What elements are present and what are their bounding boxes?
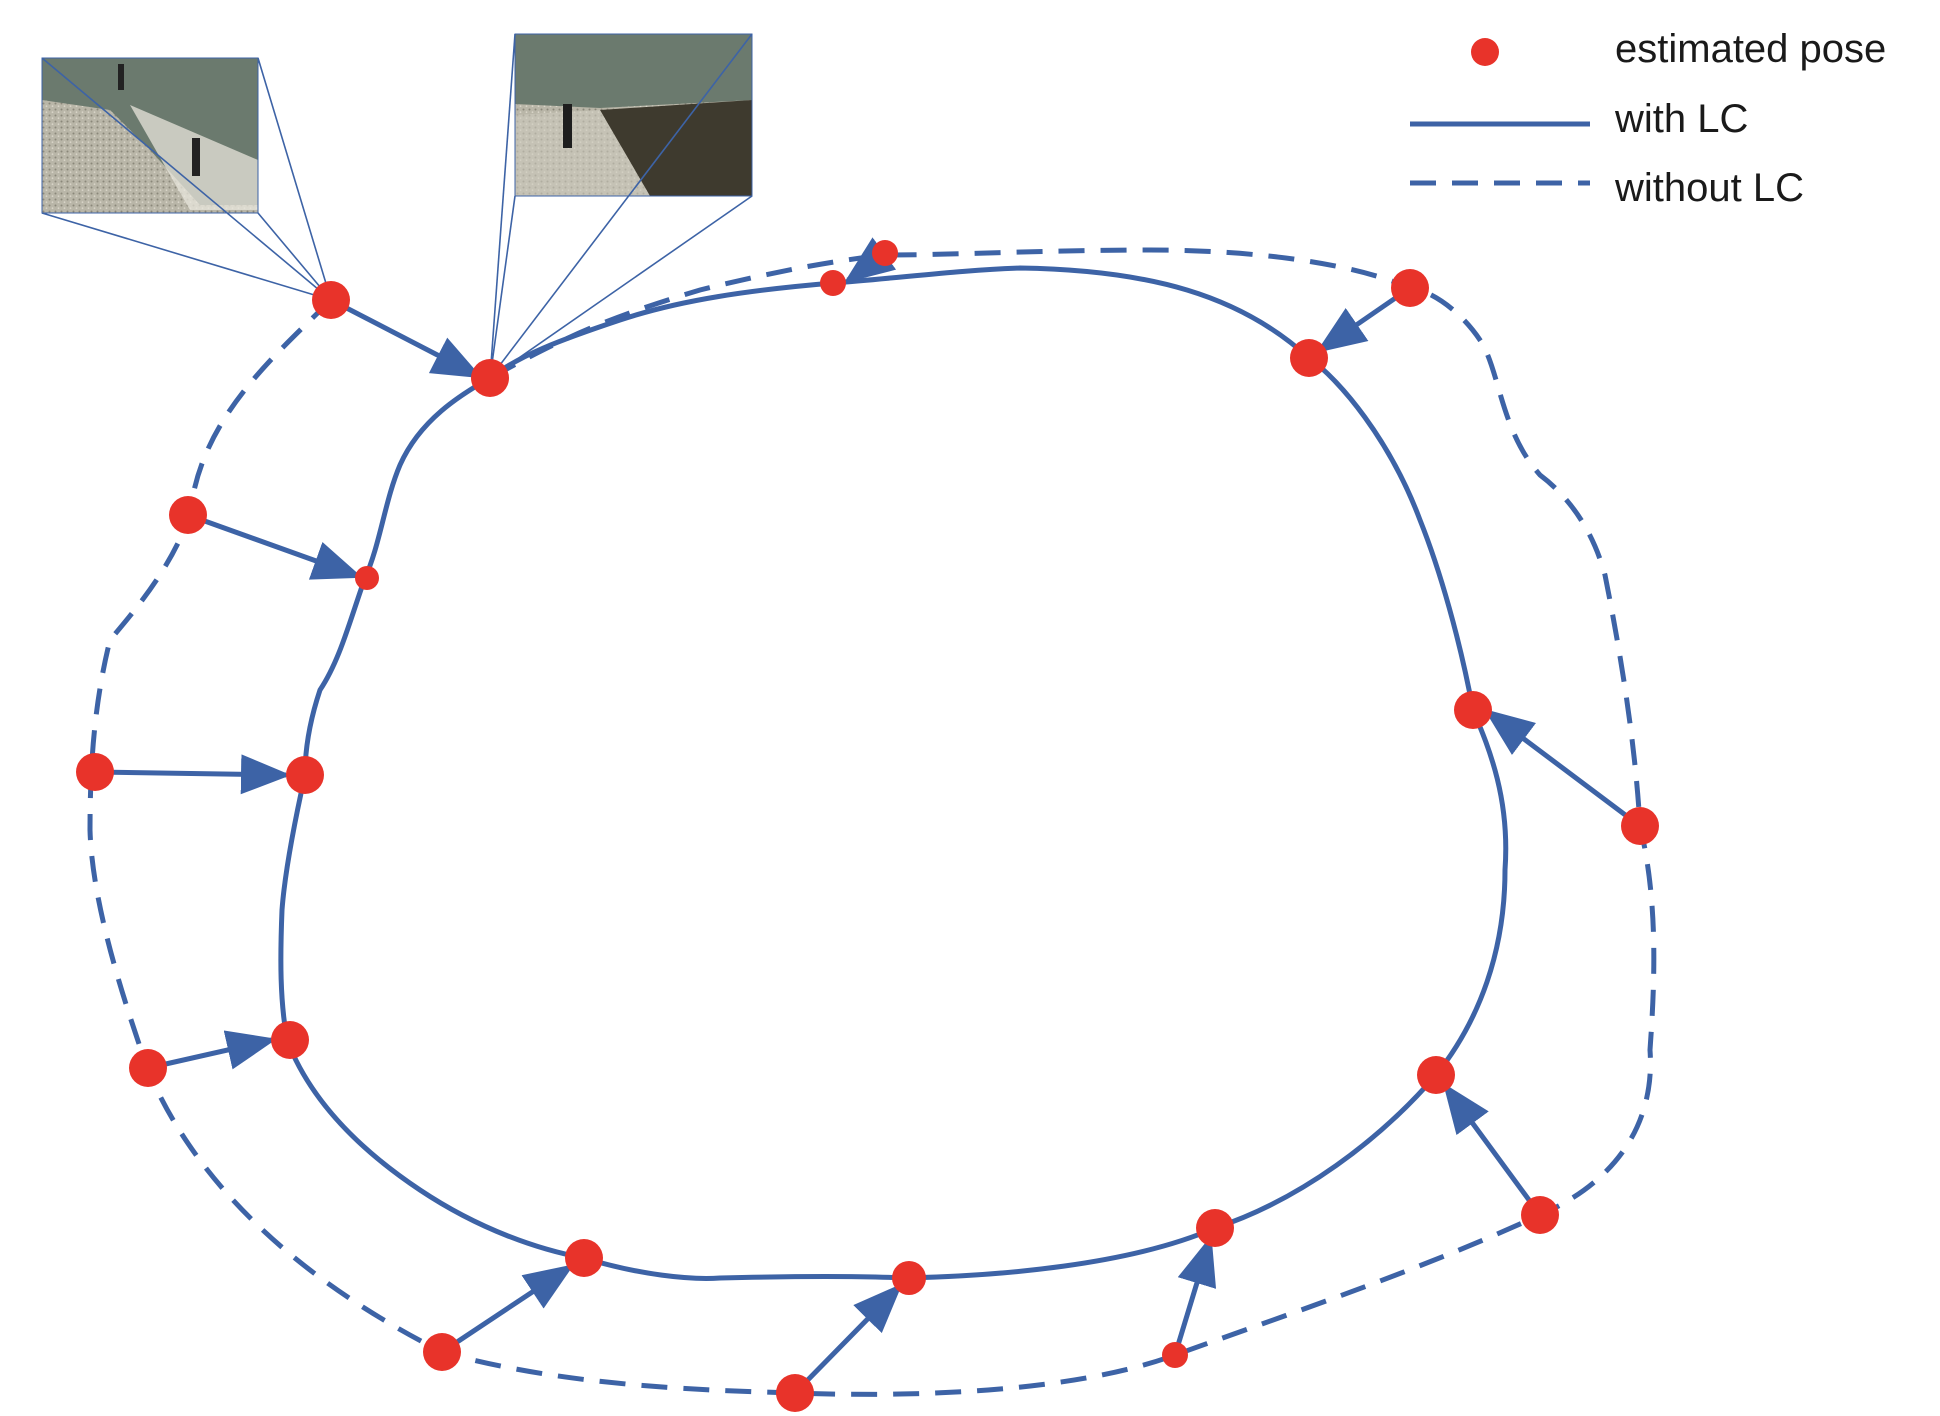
correction-arrow <box>1484 709 1642 828</box>
pose-marker <box>169 496 207 534</box>
pose-marker <box>1417 1056 1455 1094</box>
pose-marker <box>1162 1342 1188 1368</box>
pose-marker <box>76 753 114 791</box>
correction-arrow <box>1172 1235 1217 1356</box>
correction-arrow <box>329 297 483 379</box>
pose-marker <box>423 1333 461 1371</box>
trajectory-with-lc <box>278 265 1509 1281</box>
thumbnail-callout-lines <box>41 33 753 379</box>
legend-without-lc-label: without LC <box>1614 166 1804 210</box>
correction-arrow <box>94 754 291 795</box>
pose-marker <box>1454 691 1492 729</box>
pose-marker <box>776 1374 814 1412</box>
pose-marker <box>286 756 324 794</box>
pose-marker <box>1621 807 1659 845</box>
pose-marker <box>820 270 846 296</box>
legend: estimated pose with LC without LC <box>1410 27 1886 210</box>
pose-marker <box>471 359 509 397</box>
correction-arrow <box>187 512 363 580</box>
legend-estimated-pose-label: estimated pose <box>1615 27 1886 71</box>
correction-arrow <box>1443 1082 1543 1217</box>
pose-marker <box>1391 269 1429 307</box>
camera-frame-thumbnail-2 <box>514 33 753 197</box>
pose-marker <box>129 1049 167 1087</box>
pose-marker <box>892 1261 926 1295</box>
pose-marker <box>312 281 350 319</box>
legend-with-lc-label: with LC <box>1614 97 1748 141</box>
estimated-poses <box>76 240 1659 1412</box>
correction-arrow <box>147 1030 277 1071</box>
pose-correction-arrows <box>94 237 1642 1395</box>
pose-marker <box>1521 1196 1559 1234</box>
pose-marker <box>1196 1209 1234 1247</box>
camera-frame-thumbnail-1 <box>41 57 259 214</box>
pose-marker <box>355 566 379 590</box>
trajectory-without-lc <box>87 247 1657 1397</box>
pose-marker <box>872 240 898 266</box>
pose-marker <box>1290 339 1328 377</box>
pose-marker <box>271 1021 309 1059</box>
correction-arrow <box>793 1283 903 1395</box>
legend-pose-swatch <box>1471 38 1499 66</box>
correction-arrow <box>440 1264 575 1355</box>
pose-marker <box>565 1239 603 1277</box>
